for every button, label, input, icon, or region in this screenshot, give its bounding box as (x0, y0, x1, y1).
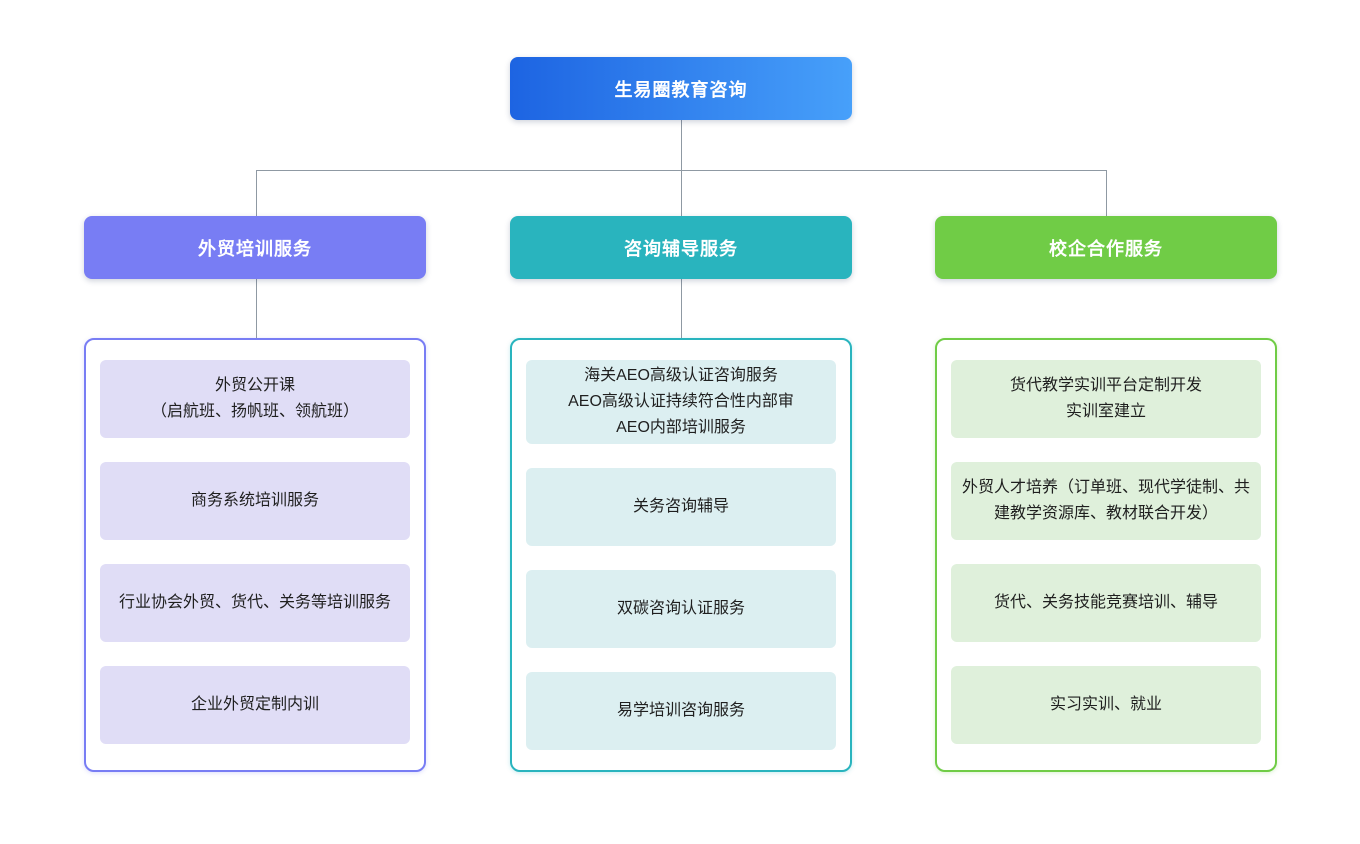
branch-header-foreign-trade-training: 外贸培训服务 (84, 216, 426, 279)
branch-header-label: 校企合作服务 (1049, 238, 1163, 259)
branch-header-label: 外贸培训服务 (198, 238, 312, 259)
service-item: 货代教学实训平台定制开发 实训室建立 (951, 360, 1261, 438)
branch-header-consulting-coaching: 咨询辅导服务 (510, 216, 852, 279)
branch-drop-line-right (1106, 170, 1107, 216)
root-stem-line (681, 120, 682, 170)
root-node-label: 生易圈教育咨询 (614, 79, 748, 100)
service-item: 行业协会外贸、货代、关务等培训服务 (100, 564, 410, 642)
branch-panel-foreign-trade-training: 外贸公开课 （启航班、扬帆班、领航班） 商务系统培训服务 行业协会外贸、货代、关… (84, 338, 426, 772)
service-item: 企业外贸定制内训 (100, 666, 410, 744)
service-item: 易学培训咨询服务 (526, 672, 836, 750)
service-item: 商务系统培训服务 (100, 462, 410, 540)
branch-drop-line-left (256, 170, 257, 216)
panel-stem-line-middle (681, 279, 682, 338)
service-item: 双碳咨询认证服务 (526, 570, 836, 648)
service-item: 关务咨询辅导 (526, 468, 836, 546)
service-item: 实习实训、就业 (951, 666, 1261, 744)
service-item: 外贸公开课 （启航班、扬帆班、领航班） (100, 360, 410, 438)
root-node: 生易圈教育咨询 (510, 57, 852, 120)
branch-drop-line-middle (681, 170, 682, 216)
branch-panel-school-enterprise-cooperation: 货代教学实训平台定制开发 实训室建立 外贸人才培养（订单班、现代学徒制、共建教学… (935, 338, 1277, 772)
branch-header-school-enterprise-cooperation: 校企合作服务 (935, 216, 1277, 279)
service-item: 外贸人才培养（订单班、现代学徒制、共建教学资源库、教材联合开发） (951, 462, 1261, 540)
service-item: 货代、关务技能竞赛培训、辅导 (951, 564, 1261, 642)
branch-panel-consulting-coaching: 海关AEO高级认证咨询服务 AEO高级认证持续符合性内部审 AEO内部培训服务 … (510, 338, 852, 772)
panel-stem-line-left (256, 279, 257, 338)
branch-header-label: 咨询辅导服务 (624, 238, 738, 259)
service-item: 海关AEO高级认证咨询服务 AEO高级认证持续符合性内部审 AEO内部培训服务 (526, 360, 836, 444)
